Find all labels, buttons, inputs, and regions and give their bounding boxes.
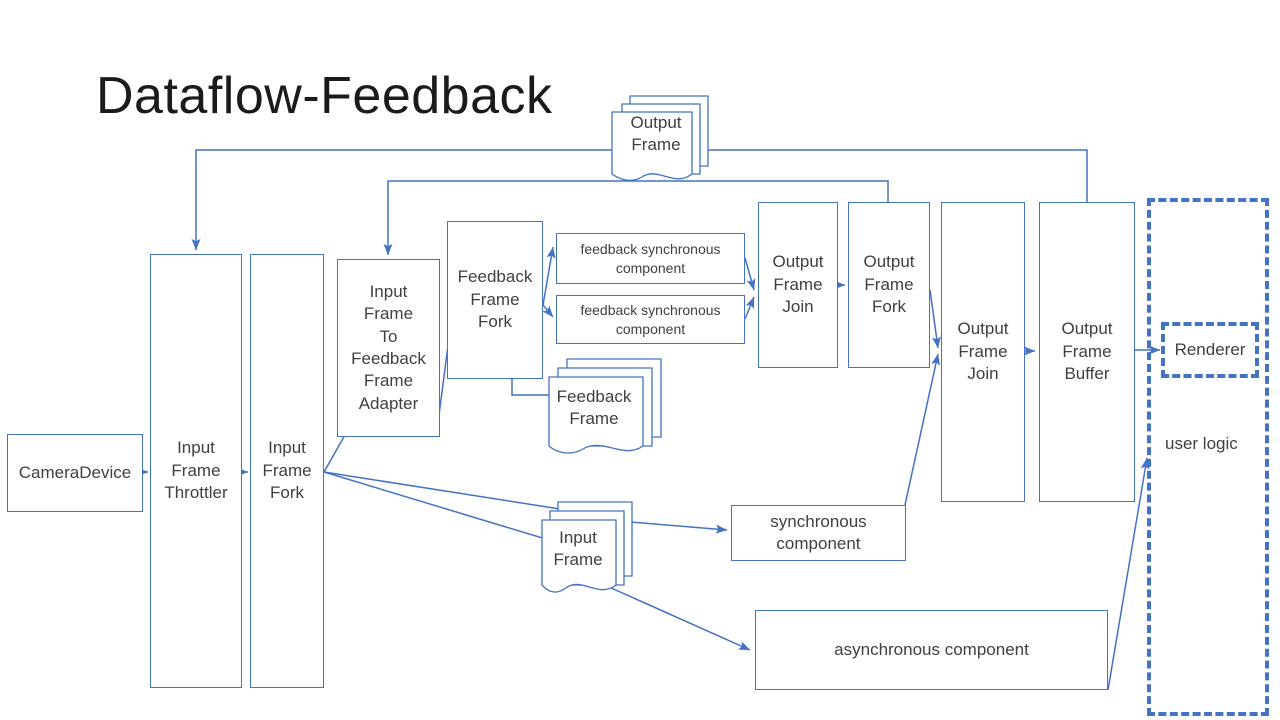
wire-feedbackfork-to-fsc2 (542, 304, 554, 318)
wire-feedbackfork-to-feedbackframe (511, 379, 549, 396)
wire-inputframe-to-synccomponent (629, 521, 728, 534)
wire-outputfork-to-outputjoin2 (929, 289, 941, 349)
group-user-logic-label: user logic (1165, 434, 1238, 453)
node-renderer[interactable]: Renderer (1161, 322, 1259, 378)
wire-asynccomponent-to-userlogic (1107, 457, 1150, 691)
wire-inputfork-to-inputframe-bottom (323, 471, 550, 541)
page-title: Dataflow-Feedback (96, 67, 553, 125)
wire-feedback-fork-to-adapter (383, 180, 889, 256)
wire-fsc1-to-outputjoin1 (744, 257, 756, 291)
node-feedback-synchronous-component-1[interactable]: feedback synchronous component (556, 233, 745, 284)
group-user-logic (1147, 198, 1269, 716)
node-feedback-synchronous-component-2[interactable]: feedback synchronous component (556, 295, 745, 344)
node-camera-device[interactable]: CameraDevice (7, 434, 143, 512)
node-asynchronous-component[interactable]: asynchronous component (755, 610, 1108, 690)
wire-synccomponent-to-outputjoin2 (904, 353, 941, 506)
wire-fsc2-to-outputjoin1 (744, 296, 755, 320)
wire-inputframe-to-asynccomponent (599, 582, 751, 651)
wire-inputfork-to-inputframe-top (323, 471, 561, 510)
wire-feedbackfork-to-fsc1 (542, 246, 556, 306)
